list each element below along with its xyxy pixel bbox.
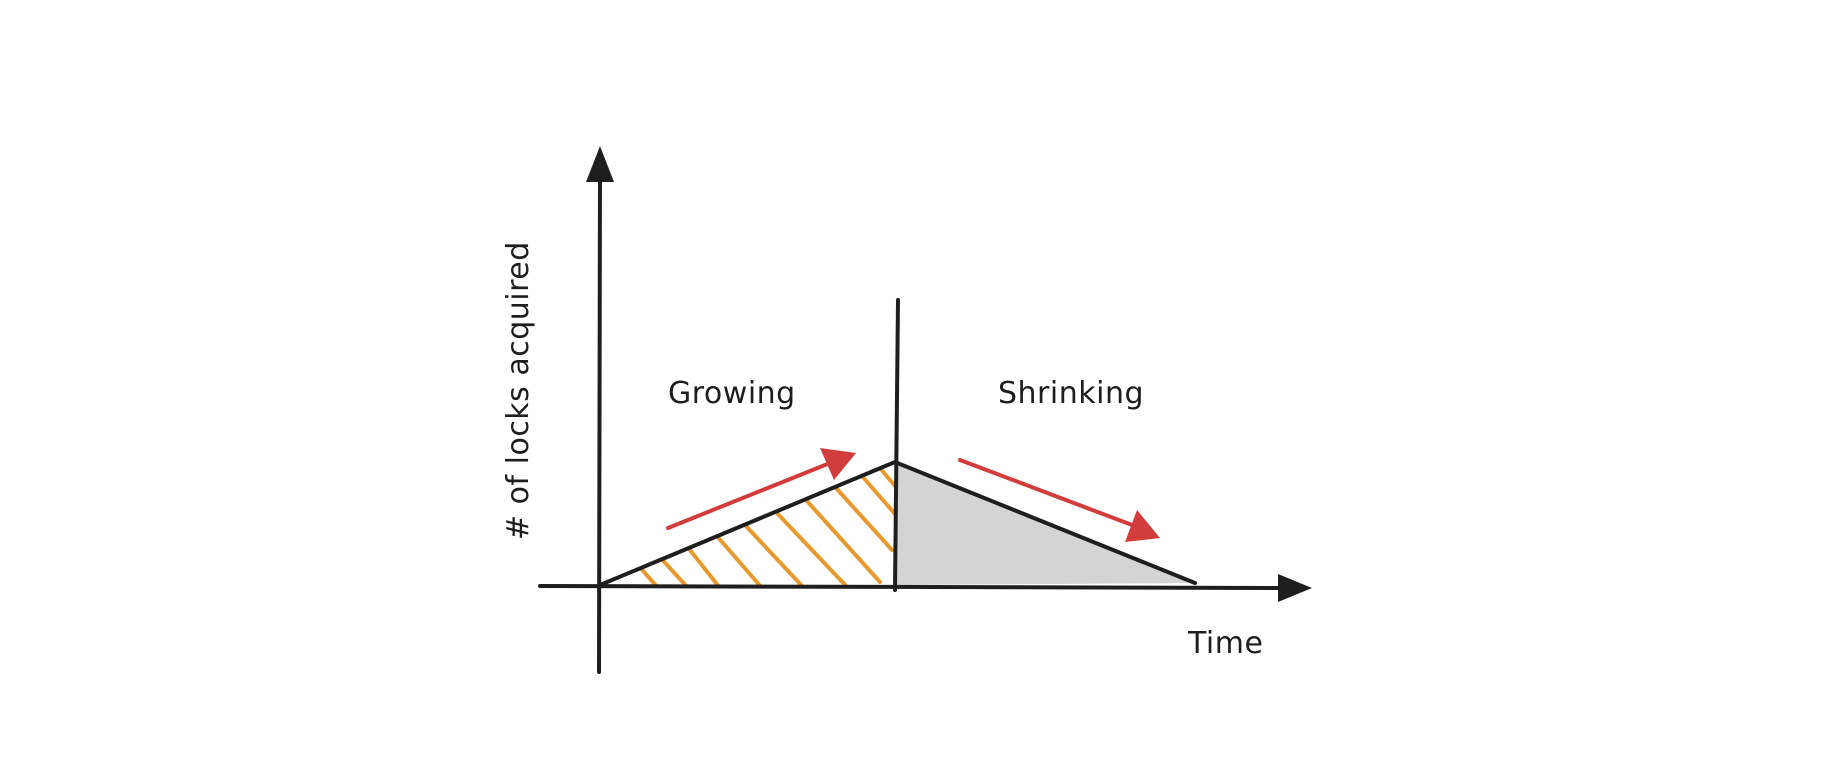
y-axis-line — [597, 170, 602, 674]
shrinking-phase-label: Shrinking — [998, 376, 1144, 411]
lock-point-divider — [893, 298, 900, 592]
growing-trend-arrow-shaft — [666, 461, 832, 530]
growing-trend-arrow-icon — [820, 448, 856, 480]
y-axis-arrowhead — [586, 146, 614, 182]
lock-count-curve — [598, 459, 1197, 587]
growing-region-hatch — [634, 466, 895, 588]
shrinking-trend-arrow-shaft — [958, 458, 1142, 530]
x-axis-line — [538, 584, 1292, 590]
y-axis-label: # of locks acquired — [501, 241, 536, 540]
x-axis-arrowhead — [1278, 574, 1312, 602]
shrinking-trend-arrow-icon — [1125, 510, 1160, 542]
x-axis-label: Time — [1187, 626, 1263, 661]
growing-phase-label: Growing — [668, 376, 796, 411]
